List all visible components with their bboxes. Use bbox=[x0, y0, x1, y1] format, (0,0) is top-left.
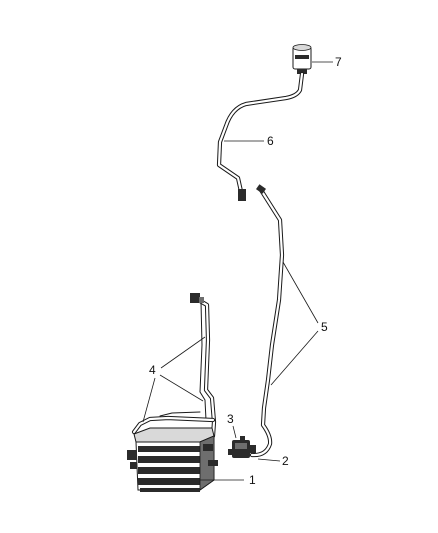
part-5-purge-hose bbox=[249, 184, 285, 458]
callout-7: 7 bbox=[335, 55, 342, 69]
part-4-tube-assembly bbox=[131, 293, 217, 439]
callout-3: 3 bbox=[227, 412, 234, 426]
part-1-vapor-canister bbox=[127, 427, 218, 492]
callout-5: 5 bbox=[321, 320, 328, 334]
part-6-vent-hose bbox=[216, 71, 305, 201]
callout-6: 6 bbox=[267, 134, 274, 148]
callout-4: 4 bbox=[149, 363, 156, 377]
callout-1: 1 bbox=[249, 473, 256, 487]
leader-lines bbox=[142, 61, 333, 481]
callout-2: 2 bbox=[282, 454, 289, 468]
part-2-purge-valve bbox=[228, 436, 256, 458]
part-7-filter bbox=[292, 44, 312, 74]
